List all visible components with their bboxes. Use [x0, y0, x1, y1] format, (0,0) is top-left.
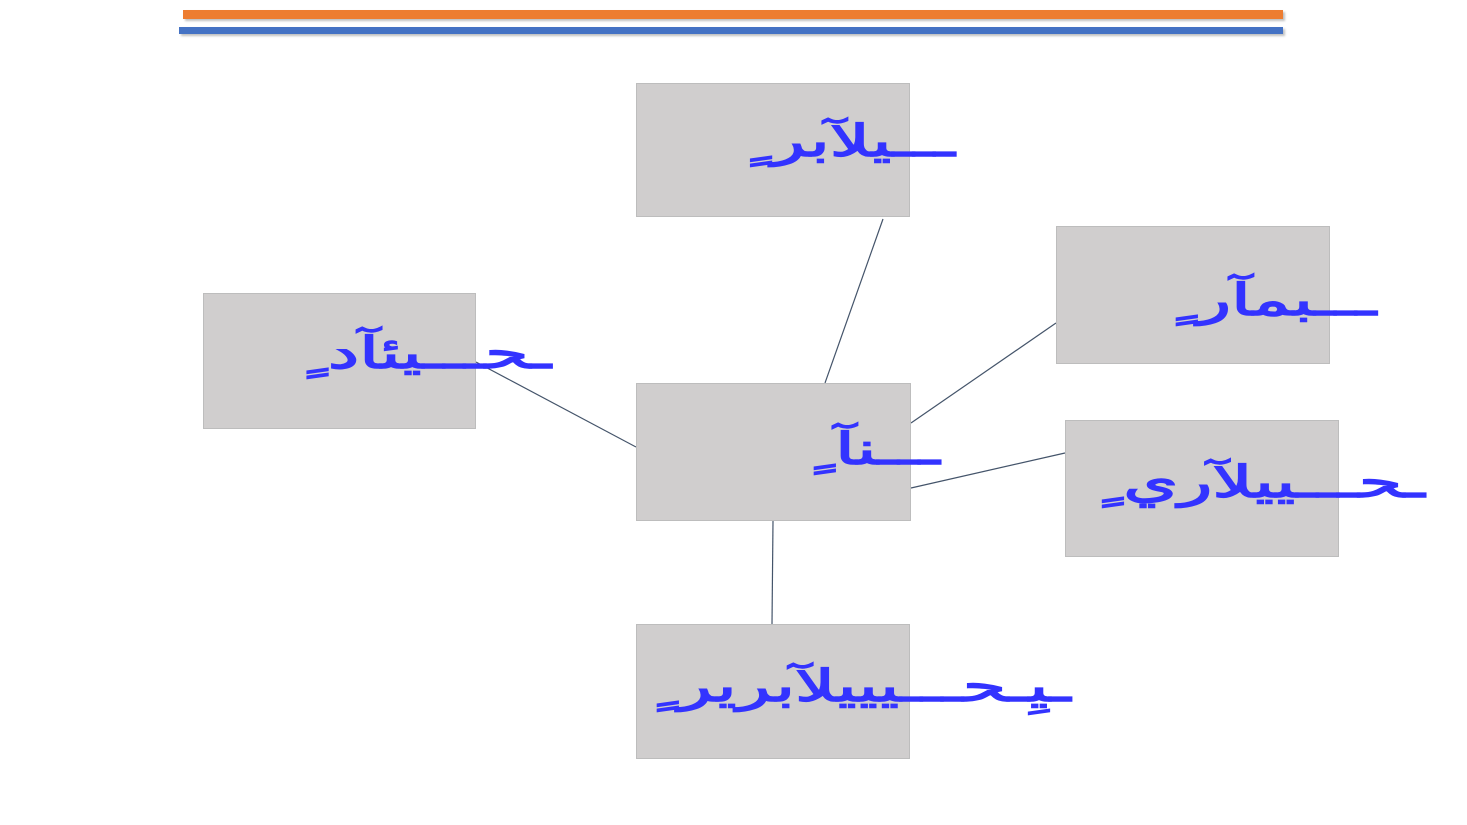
node-left: ـحـــيئآد ٍ [203, 293, 551, 429]
node-left-label: ـحـــيئآد ٍ [306, 328, 551, 379]
node-center-label: ـــنآ ٍ [814, 424, 940, 475]
node-bottom: ـيِـحـــيييلآبرير ٍ [636, 624, 1070, 759]
connector-center-bottom [771, 520, 774, 625]
node-right-lower: ـحـــييلآري ٍ [1065, 420, 1424, 557]
connector-center-right1 [910, 322, 1057, 424]
node-right-upper: ـــبمآر ٍ [1056, 226, 1376, 364]
node-top-label: ـــيلآبر ٍ [751, 116, 956, 167]
node-center: ـــنآ ٍ [636, 383, 939, 521]
connector-center-top [824, 218, 884, 384]
node-bottom-label: ـيِـحـــيييلآبرير ٍ [657, 661, 1071, 712]
node-right-lower-label: ـحـــييلآري ٍ [1102, 457, 1425, 508]
node-right-upper-label: ـــبمآر ٍ [1176, 275, 1377, 326]
connector-center-left [475, 361, 637, 448]
node-top: ـــيلآبر ٍ [636, 83, 955, 217]
header-orange-rule [183, 10, 1283, 19]
header-blue-rule [179, 27, 1283, 34]
connector-center-right2 [910, 452, 1066, 489]
